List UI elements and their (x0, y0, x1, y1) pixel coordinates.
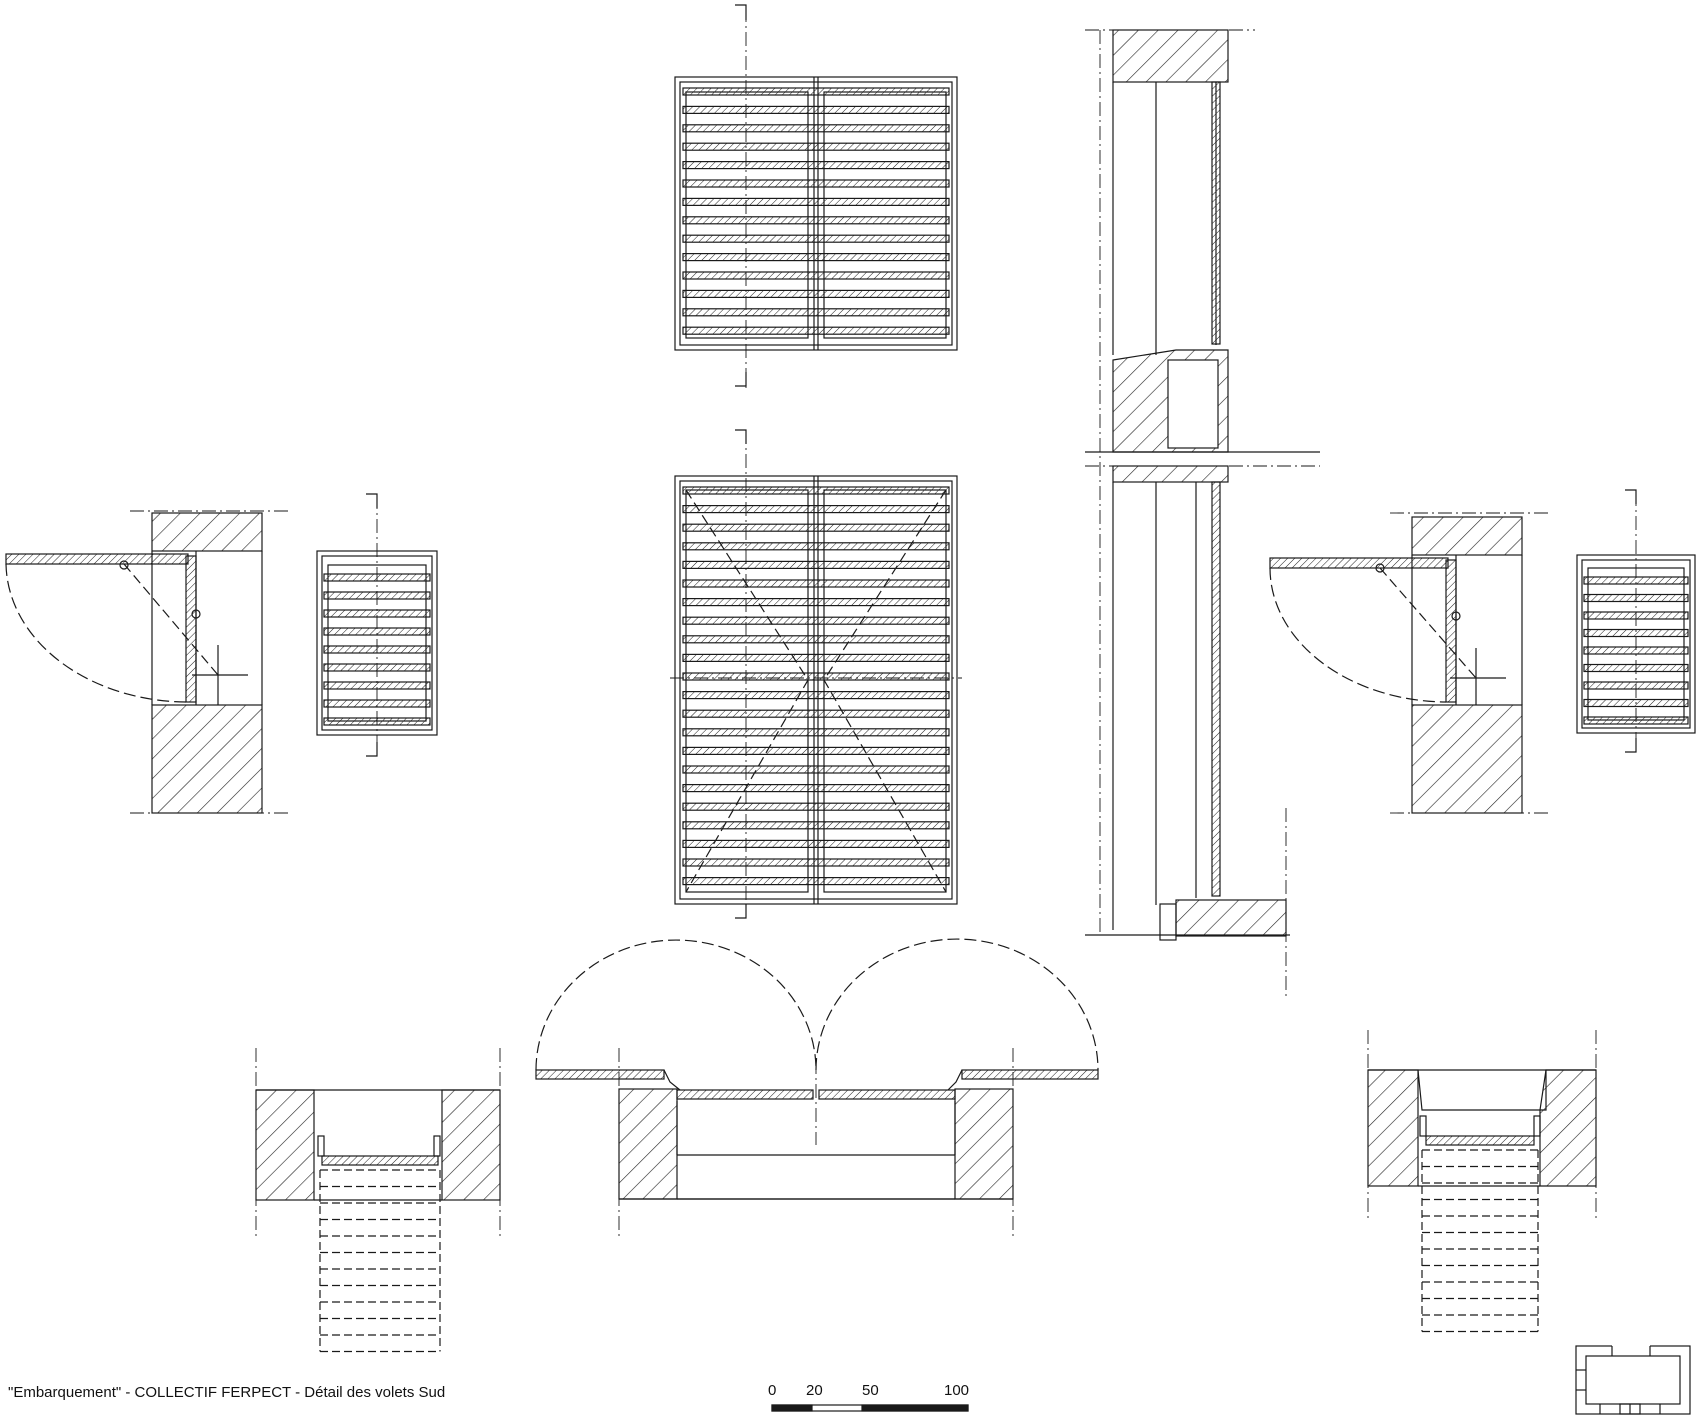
slat (682, 486, 950, 495)
slat (682, 802, 950, 811)
slat (682, 746, 950, 756)
scale-label-100: 100 (944, 1382, 970, 1399)
slat (682, 876, 950, 886)
plan-detail-bottom-left (255, 1048, 501, 1353)
slat (682, 542, 950, 551)
slat (682, 821, 950, 830)
shutter-elevation-small-left (316, 493, 438, 757)
slat (682, 271, 950, 280)
slat (682, 765, 950, 774)
slat (682, 635, 950, 644)
shutter-elevation-large (670, 429, 962, 919)
scale-label-50: 50 (862, 1382, 879, 1399)
shutter-elevation-small-right (1576, 489, 1696, 753)
slat (682, 690, 950, 700)
slat (682, 161, 950, 170)
slat (682, 839, 950, 849)
scale-label-0: 0 (768, 1382, 777, 1399)
plan-detail-left (5, 510, 290, 814)
slat (682, 560, 950, 570)
slat (682, 505, 950, 514)
slat (682, 326, 950, 335)
slat (682, 523, 950, 532)
slat (682, 253, 950, 262)
shutter-elevation-top (674, 4, 958, 388)
slat (682, 142, 950, 151)
slat (682, 105, 950, 115)
scale-label-20: 20 (806, 1382, 823, 1399)
drawing-caption: "Embarquement" - COLLECTIF FERPECT - Dét… (8, 1384, 446, 1401)
slat (682, 709, 950, 718)
slat (682, 179, 950, 188)
vertical-section (1085, 29, 1320, 998)
slat (682, 289, 950, 298)
plan-double-shutter (535, 938, 1099, 1240)
plan-detail-right (1269, 512, 1550, 814)
slat (682, 87, 950, 96)
slat (682, 597, 950, 607)
plan-detail-bottom-right (1367, 1030, 1597, 1333)
slat (682, 216, 950, 225)
slat (682, 672, 950, 681)
slat (682, 653, 950, 663)
slat (682, 728, 950, 737)
slat (682, 616, 950, 625)
slat (682, 783, 950, 793)
slat (682, 197, 950, 206)
slat (682, 308, 950, 317)
slat (682, 234, 950, 243)
slat (682, 579, 950, 588)
slat (682, 858, 950, 867)
slat (682, 124, 950, 133)
scale-bar (771, 1404, 969, 1412)
key-plan (1575, 1344, 1691, 1415)
